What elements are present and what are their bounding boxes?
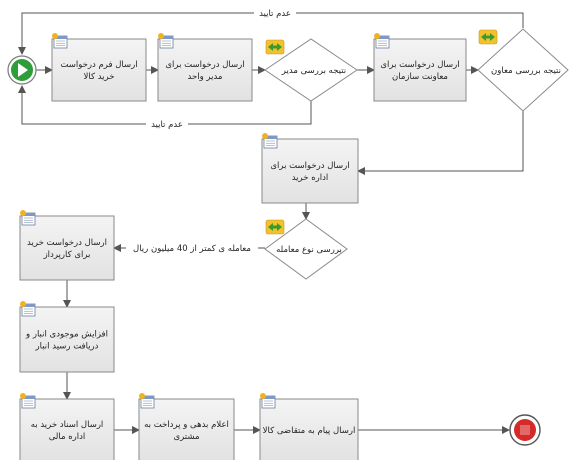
task-label-line: افزایش موجودی انبار و	[25, 330, 108, 340]
task-t9[interactable]: ارسال پیام به متقاضی کالا	[259, 393, 359, 460]
decision-arrows-icon	[265, 39, 285, 55]
task-t2[interactable]: ارسال درخواست برای مدیر واحد	[157, 33, 253, 102]
task-label-line: ارسال اسناد خرید به	[31, 420, 104, 430]
task-label-line: معاونت سازمان	[392, 72, 448, 82]
end-event[interactable]	[509, 414, 541, 446]
task-label-line: ارسال درخواست خرید	[27, 238, 107, 248]
task-label-line: ارسال درخواست برای	[380, 60, 459, 70]
form-icon	[374, 33, 390, 49]
task-label-line: ارسال پیام به متقاضی کالا	[263, 426, 356, 436]
decision-arrows-icon	[265, 219, 285, 235]
edge-label-under-40m: معامله ی کمتر از 40 میلیون ریال	[133, 244, 251, 254]
task-label-line: خرید کالا	[84, 72, 115, 82]
task-label-line: مشتری	[173, 432, 199, 442]
task-label-line: برای کارپرداز	[43, 250, 91, 260]
gateways: نتیجه بررسی مدیر نتیجه بررسی معاون بررسی ن…	[264, 28, 569, 280]
gateway-g3[interactable]: بررسی نوع معامله	[264, 218, 348, 280]
gateway-label: نتیجه بررسی معاون	[491, 66, 561, 76]
form-icon	[260, 393, 276, 409]
gateway-label: نتیجه بررسی مدیر	[281, 66, 346, 76]
task-t5[interactable]: ارسال درخواست خرید برای کارپرداز	[19, 210, 115, 281]
decision-arrows-icon	[478, 29, 498, 45]
form-icon	[262, 133, 278, 149]
form-icon	[158, 33, 174, 49]
edge-label-reject-top: عدم تایید	[259, 9, 291, 19]
form-icon	[139, 393, 155, 409]
task-label-line: اداره خرید	[292, 173, 329, 183]
form-icon	[52, 33, 68, 49]
task-label-line: دریافت رسید انبار	[35, 342, 99, 352]
edge-g2-t4	[357, 111, 524, 175]
task-label-line: مدیر واحد	[188, 72, 223, 82]
form-icon	[20, 210, 36, 226]
tasks: ارسال فرم درخواست خرید کالا ارسال درخواست …	[19, 33, 467, 460]
task-t3[interactable]: ارسال درخواست برای معاونت سازمان	[373, 33, 467, 102]
task-t4[interactable]: ارسال درخواست برای اداره خرید	[261, 133, 359, 204]
task-label-line: اعلام بدهی و پرداخت به	[144, 420, 229, 430]
task-t8[interactable]: اعلام بدهی و پرداخت به مشتری	[138, 393, 235, 460]
form-icon	[20, 301, 36, 317]
start-event[interactable]	[7, 55, 37, 85]
gateway-g2[interactable]: نتیجه بررسی معاون	[477, 28, 569, 112]
gateway-label: بررسی نوع معامله	[276, 245, 342, 255]
edge-labels: عدم تایید عدم تایید معامله ی کمتر از 40 …	[126, 7, 296, 254]
task-label-line: ارسال درخواست برای	[270, 161, 349, 171]
task-t7[interactable]: ارسال اسناد خرید به اداره مالی	[19, 393, 115, 460]
task-label-line: ارسال فرم درخواست	[60, 60, 137, 70]
edge-label-reject-bottom: عدم تایید	[151, 120, 183, 130]
gateway-g1[interactable]: نتیجه بررسی مدیر	[264, 38, 358, 102]
task-t6[interactable]: افزایش موجودی انبار و دریافت رسید انبار	[19, 301, 115, 373]
task-label-line: ارسال درخواست برای	[165, 60, 244, 70]
task-label-line: اداره مالی	[49, 432, 86, 442]
form-icon	[20, 393, 36, 409]
task-t1[interactable]: ارسال فرم درخواست خرید کالا	[51, 33, 147, 102]
